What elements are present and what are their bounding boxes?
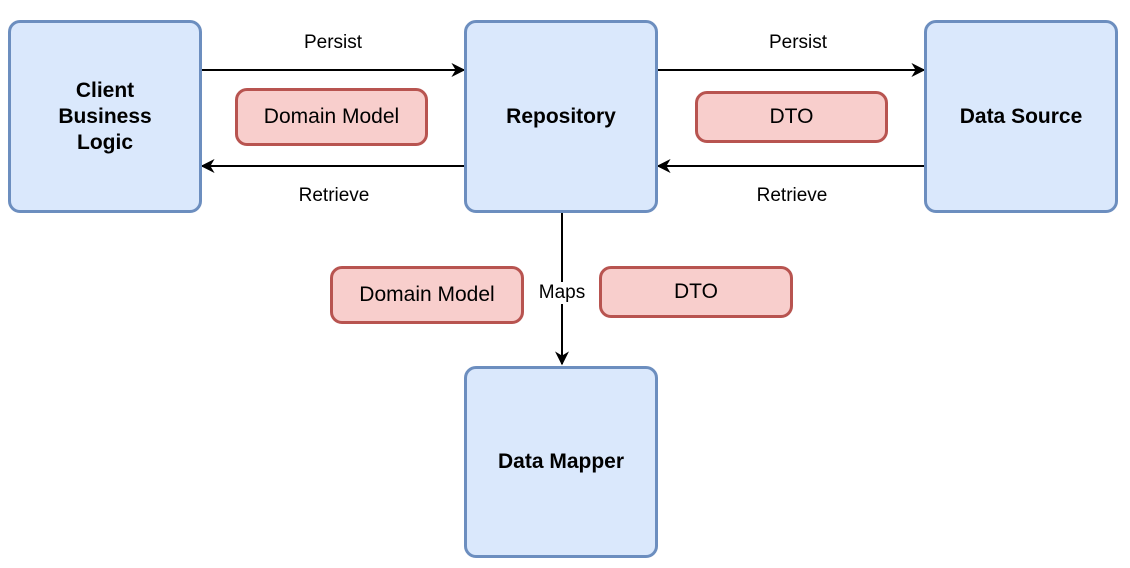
dto-tag-bottom-label: DTO (674, 280, 718, 303)
client-business-logic-label: Client Business Logic (58, 78, 152, 154)
data-source-node: Data Source (924, 20, 1118, 213)
maps-label: Maps (534, 282, 590, 304)
persist-label-left: Persist (293, 32, 373, 54)
persist-label-right: Persist (758, 32, 838, 54)
domain-model-tag-top-label: Domain Model (263, 105, 400, 128)
dto-tag-bottom: DTO (599, 266, 793, 318)
repository-label: Repository (506, 104, 616, 128)
client-business-logic-node: Client Business Logic (8, 20, 202, 213)
retrieve-label-left: Retrieve (286, 185, 382, 207)
domain-model-tag-bottom: Domain Model (330, 266, 524, 324)
domain-model-tag-bottom-label: Domain Model (359, 283, 495, 306)
dto-tag-top-label: DTO (769, 105, 814, 128)
data-source-label: Data Source (959, 104, 1083, 128)
dto-tag-top: DTO (695, 91, 888, 143)
repository-node: Repository (464, 20, 658, 213)
domain-model-tag-top: Domain Model (235, 88, 428, 146)
data-mapper-label: Data Mapper (497, 450, 625, 473)
retrieve-label-right: Retrieve (744, 185, 840, 207)
data-mapper-node: Data Mapper (464, 366, 658, 558)
